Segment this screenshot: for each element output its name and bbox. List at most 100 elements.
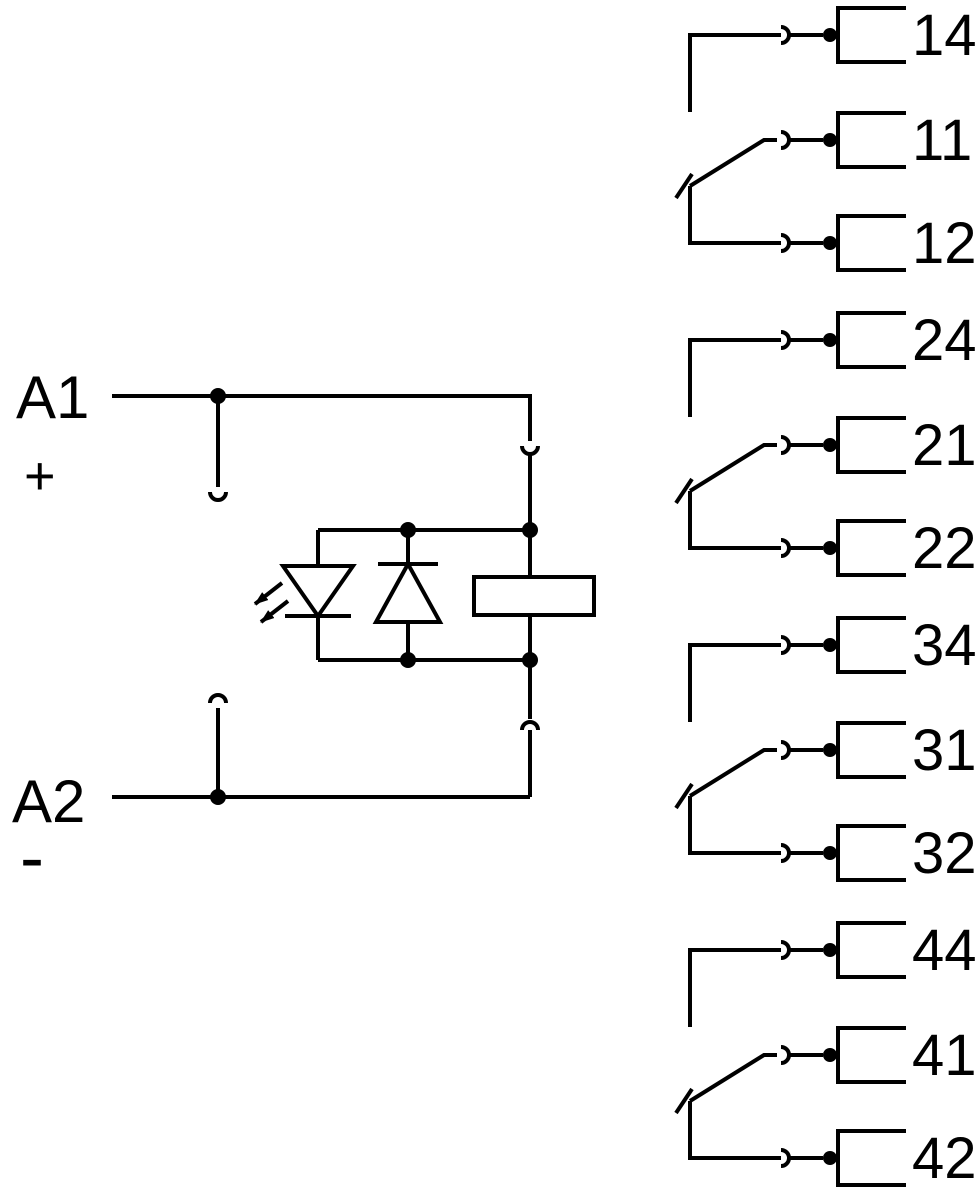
terminal-bracket xyxy=(836,416,906,474)
plug-connector-icon xyxy=(780,330,791,350)
plug-connector-icon xyxy=(780,25,791,45)
plug-connector-icon xyxy=(780,435,791,455)
terminal-number: 11 xyxy=(912,108,972,173)
plug-connector-icon xyxy=(780,1045,791,1065)
no-contact-wire xyxy=(688,948,781,1027)
terminal-row-no: 34 xyxy=(780,613,976,678)
terminal-row-nc: 12 xyxy=(780,211,976,276)
a1-label: A1 xyxy=(16,364,89,431)
terminal-bracket xyxy=(836,616,906,674)
nc-contact-wire xyxy=(688,186,781,245)
terminal-bracket xyxy=(836,519,906,577)
switch-arm xyxy=(688,1053,777,1103)
light-emission-arrow xyxy=(259,599,290,624)
plug-connector-icon xyxy=(780,1148,791,1168)
plug-connector-icon xyxy=(780,635,791,655)
plug-connector-icon xyxy=(780,843,791,863)
a2-label: A2 xyxy=(12,768,85,835)
junction-dot xyxy=(522,522,538,538)
coil-circuit: A1 + A2 - xyxy=(12,364,596,898)
terminal-number: 22 xyxy=(912,516,976,581)
plug-connector-icon xyxy=(780,233,791,253)
led-icon xyxy=(253,530,357,660)
terminal-row-common: 21 xyxy=(780,413,976,478)
suppressor-diode-icon xyxy=(372,530,444,660)
terminal-bracket xyxy=(836,311,906,369)
contact-group-3: 34 31 32 xyxy=(674,613,976,886)
terminal-dot xyxy=(823,333,837,347)
terminal-row-common: 31 xyxy=(780,718,976,783)
terminal-dot xyxy=(823,1048,837,1062)
terminal-dot xyxy=(823,438,837,452)
junction-dot xyxy=(210,388,226,404)
terminal-number: 42 xyxy=(912,1126,976,1191)
a2-stub-connector-icon xyxy=(208,693,228,704)
junction-dot xyxy=(400,522,416,538)
a1-stub-connector-icon xyxy=(208,491,228,502)
terminal-bracket xyxy=(836,111,906,169)
terminal-number: 44 xyxy=(912,918,976,983)
plug-connector-icon xyxy=(780,538,791,558)
terminal-row-no: 44 xyxy=(780,918,976,983)
terminal-bracket xyxy=(836,824,906,882)
switch-arm xyxy=(688,748,777,798)
terminal-bracket xyxy=(836,721,906,779)
terminal-number: 21 xyxy=(912,413,976,478)
terminal-dot xyxy=(823,133,837,147)
light-emission-arrow xyxy=(253,581,284,606)
terminal-row-nc: 22 xyxy=(780,516,976,581)
terminal-number: 12 xyxy=(912,211,976,276)
a1-wire xyxy=(112,394,532,441)
terminal-dot xyxy=(823,743,837,757)
nc-contact-wire xyxy=(688,796,781,855)
junction-dot xyxy=(522,652,538,668)
terminal-bracket xyxy=(836,921,906,979)
led-triangle xyxy=(279,564,357,620)
terminal-row-no: 24 xyxy=(780,308,976,373)
junction-dot xyxy=(400,652,416,668)
terminal-row-common: 41 xyxy=(780,1023,976,1088)
terminal-dot xyxy=(823,236,837,250)
terminal-bracket xyxy=(836,1026,906,1084)
terminal-number: 24 xyxy=(912,308,976,373)
terminal-row-nc: 32 xyxy=(780,821,976,886)
plug-connector-icon xyxy=(780,130,791,150)
terminal-bracket xyxy=(836,1129,906,1187)
switch-arm xyxy=(688,443,777,493)
terminal-number: 34 xyxy=(912,613,976,678)
switch-arm-tick xyxy=(674,172,694,200)
terminal-number: 14 xyxy=(912,3,976,68)
plus-label: + xyxy=(24,446,56,506)
plug-connector-icon xyxy=(780,740,791,760)
nc-contact-wire xyxy=(688,491,781,550)
switch-arm-tick xyxy=(674,782,694,810)
contact-group-1: 14 11 12 xyxy=(674,3,976,276)
minus-label: - xyxy=(20,818,44,898)
terminal-number: 41 xyxy=(912,1023,976,1088)
terminal-bracket xyxy=(836,6,906,64)
terminal-number: 32 xyxy=(912,821,976,886)
switch-arm-tick xyxy=(674,477,694,505)
terminal-dot xyxy=(823,1151,837,1165)
terminal-dot xyxy=(823,28,837,42)
no-contact-wire xyxy=(688,643,781,722)
diode-triangle xyxy=(372,559,444,624)
terminal-row-no: 14 xyxy=(780,3,976,68)
terminal-number: 31 xyxy=(912,718,976,783)
terminal-dot xyxy=(823,638,837,652)
terminal-row-common: 11 xyxy=(780,108,972,173)
terminal-row-nc: 42 xyxy=(780,1126,976,1191)
terminal-bracket xyxy=(836,214,906,272)
nc-contact-wire xyxy=(688,1101,781,1160)
switch-arm xyxy=(688,138,777,188)
contact-group-2: 24 21 22 xyxy=(674,308,976,581)
switch-arm-tick xyxy=(674,1087,694,1115)
terminal-dot xyxy=(823,846,837,860)
plug-connector-icon xyxy=(780,940,791,960)
no-contact-wire xyxy=(688,338,781,417)
a2-plug-connector-icon xyxy=(520,720,540,731)
terminal-dot xyxy=(823,541,837,555)
relay-coil-symbol xyxy=(472,575,596,617)
